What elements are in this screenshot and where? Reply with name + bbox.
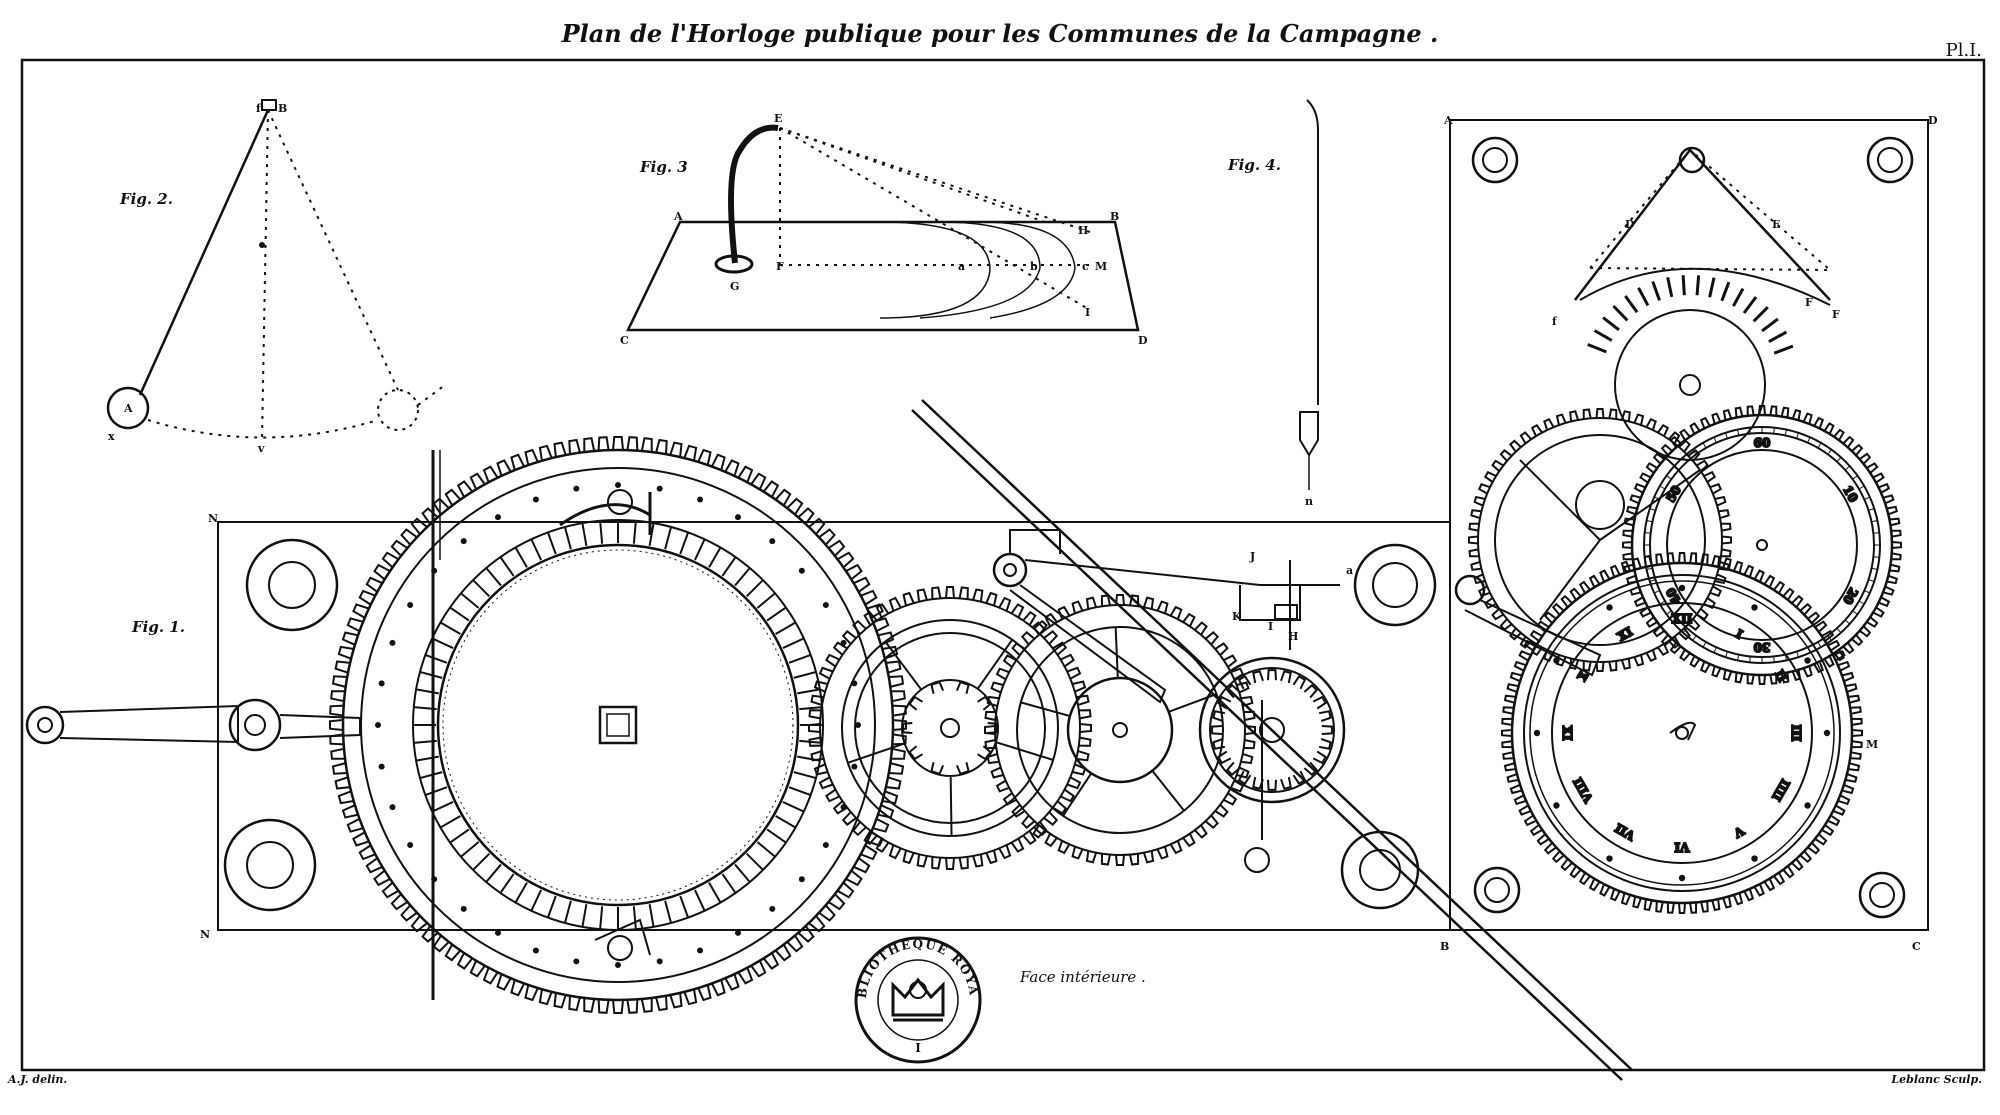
svg-text:f: f — [256, 102, 262, 115]
svg-text:C: C — [620, 334, 629, 347]
svg-text:f: f — [1552, 315, 1558, 328]
stamp-top-text: BIBLIOTHÈQUE ROYALE — [0, 0, 981, 999]
third-wheel — [984, 594, 1256, 866]
fig2-pendulum-diagram — [106, 99, 446, 441]
pillar-bosses — [223, 136, 1914, 919]
fig1-label: Fig. 1. — [132, 618, 185, 636]
svg-text:x: x — [108, 430, 115, 443]
hour-numeral: XII — [1672, 612, 1693, 626]
svg-text:B: B — [278, 102, 287, 115]
svg-text:N: N — [208, 512, 218, 525]
fig4-plumb-diagram — [1299, 99, 1319, 490]
winding-lever — [25, 698, 361, 752]
fig4-letter: n — [1305, 495, 1313, 508]
svg-text:E: E — [774, 112, 782, 125]
fig4-label: Fig. 4. — [1228, 156, 1281, 174]
fig3-label: Fig. 3 — [640, 158, 688, 176]
minute-numeral: 30 — [1754, 640, 1771, 654]
credit-engraver: Leblanc Sculp. — [1891, 1073, 1982, 1086]
hour-numeral: I — [1733, 627, 1745, 642]
hour-numeral: V — [1731, 823, 1748, 841]
svg-text:c: c — [1082, 260, 1089, 273]
fig2-letters: f B A x v — [108, 102, 287, 455]
svg-text:v: v — [257, 442, 265, 455]
svg-text:A: A — [123, 402, 133, 415]
svg-text:K: K — [1232, 610, 1242, 623]
svg-text:I: I — [1268, 620, 1273, 633]
svg-text:H: H — [1288, 630, 1298, 643]
minute-numeral: 60 — [1754, 436, 1771, 450]
svg-text:I: I — [1085, 306, 1090, 319]
hour-numeral: XI — [1615, 624, 1635, 644]
svg-text:A: A — [673, 210, 683, 223]
library-stamp — [854, 936, 982, 1064]
plate-number: Pl.I. — [1945, 40, 1982, 61]
stamp-bottom-text: I — [915, 1041, 921, 1055]
svg-text:a: a — [1346, 564, 1353, 577]
fig3-letters: E A B C D G F H I M a b c — [620, 112, 1148, 347]
escape-wheel — [1198, 656, 1346, 873]
svg-text:M: M — [1095, 260, 1107, 273]
plate-border — [20, 58, 1986, 1072]
fig3-meridian-diagram — [626, 124, 1140, 332]
hour-numeral: VI — [1674, 840, 1690, 854]
plate-title: Plan de l'Horloge publique pour les Comm… — [561, 19, 1439, 48]
svg-text:E: E — [1772, 218, 1780, 231]
svg-text:J: J — [1249, 550, 1255, 563]
caption-face-interieure: Face intérieure . — [1020, 968, 1146, 986]
hour-numeral: IX — [1561, 725, 1575, 741]
svg-text:b: b — [1030, 260, 1038, 273]
pendulum-rod — [911, 399, 1633, 1081]
crutch-levers — [992, 529, 1602, 704]
svg-text:B: B — [1440, 940, 1449, 953]
svg-text:N: N — [200, 928, 210, 941]
svg-text:C: C — [1912, 940, 1921, 953]
svg-text:a: a — [958, 260, 965, 273]
hour-numeral: III — [1789, 725, 1803, 742]
hour-numeral: IIII — [1769, 777, 1793, 804]
svg-text:H: H — [1078, 224, 1088, 237]
fig1-letters: N N A B C D M H J K I a f F F D E — [200, 114, 1938, 953]
svg-text:B: B — [1110, 210, 1119, 223]
svg-text:F: F — [1832, 308, 1840, 321]
svg-text:A: A — [1443, 114, 1453, 127]
second-wheel — [808, 586, 1092, 870]
hour-numeral: VIII — [1570, 775, 1596, 806]
svg-text:D: D — [1928, 114, 1938, 127]
svg-text:M: M — [1866, 738, 1878, 751]
svg-text:F: F — [776, 260, 784, 273]
fig2-label: Fig. 2. — [120, 190, 173, 208]
svg-text:D: D — [1138, 334, 1148, 347]
svg-text:D: D — [1625, 218, 1635, 231]
credit-draftsman: A.J. delin. — [8, 1073, 68, 1086]
hour-numeral: VII — [1612, 820, 1638, 843]
svg-text:F: F — [1805, 296, 1813, 309]
svg-text:G: G — [730, 280, 739, 293]
